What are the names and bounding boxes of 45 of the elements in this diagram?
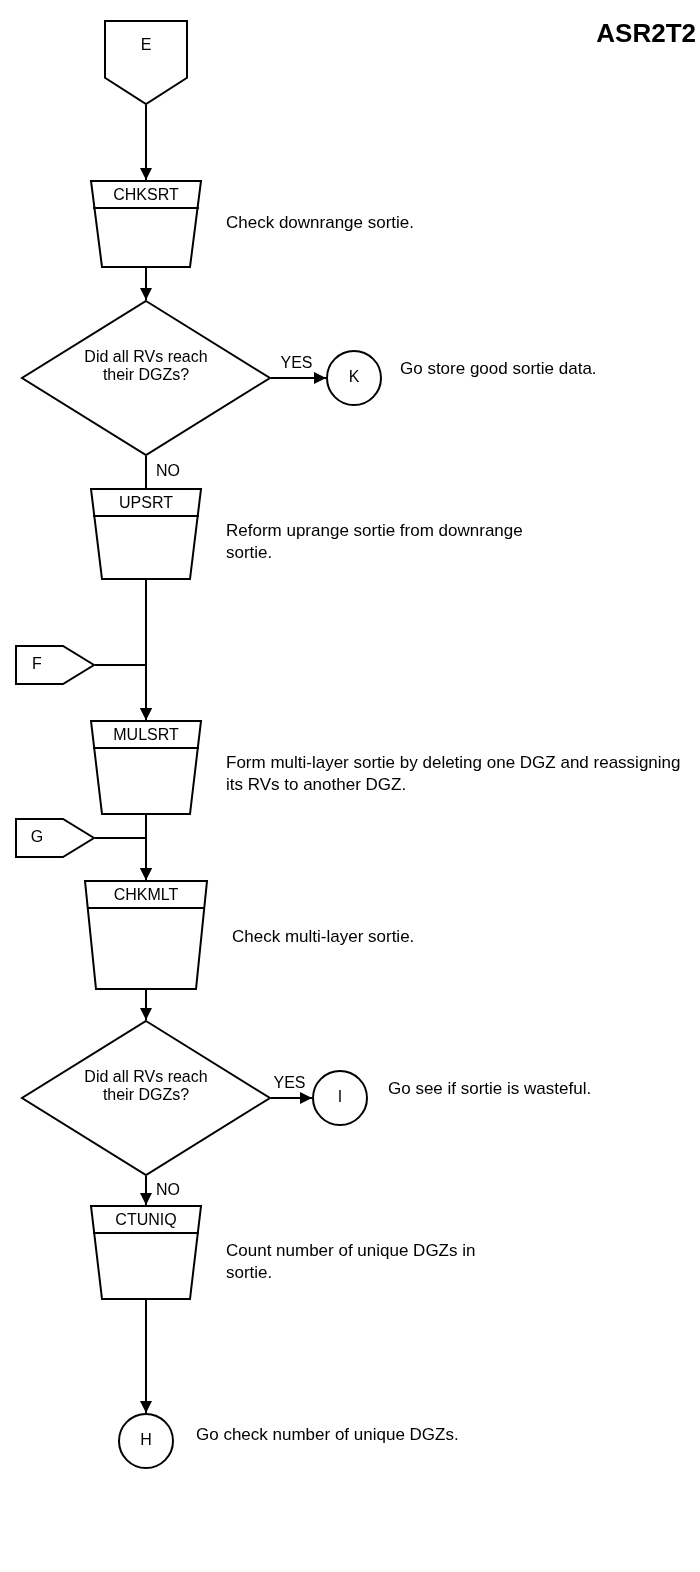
- node-label: H: [139, 1431, 153, 1450]
- node-label: UPSRT: [118, 494, 174, 513]
- node-label: K: [347, 368, 361, 387]
- connector-circle: [326, 350, 382, 406]
- arrow: [140, 989, 152, 1021]
- process-box: [90, 720, 202, 815]
- process-box: [90, 488, 202, 580]
- node-label: F: [31, 655, 43, 674]
- node-label: CHKMLT: [112, 886, 180, 905]
- node-label: CHKSRT: [112, 186, 180, 205]
- annotation-text: Go see if sortie is wasteful.: [388, 1078, 593, 1100]
- node-label: Did all RVs reach their DGZs?: [83, 348, 209, 385]
- process-box: [90, 1205, 202, 1300]
- off-page-connector: [15, 645, 95, 685]
- arrow: [270, 1092, 313, 1104]
- arrow: [140, 1175, 152, 1206]
- annotation-text: Go check number of unique DGZs.: [196, 1424, 460, 1446]
- node-label: G: [29, 828, 45, 847]
- process-box: [84, 880, 208, 990]
- annotation-text: Check multi-layer sortie.: [232, 926, 416, 948]
- node-label: Did all RVs reach their DGZs?: [83, 1068, 209, 1105]
- annotation-text: Go store good sortie data.: [400, 358, 598, 380]
- arrow: [140, 267, 152, 301]
- node-label: CTUNIQ: [114, 1211, 178, 1230]
- off-page-connector: [15, 818, 95, 858]
- node-label: E: [139, 35, 153, 54]
- connector-circle: [118, 1413, 174, 1469]
- decision-diamond: [21, 300, 271, 456]
- annotation-text: Reform uprange sortie from downrange sortie.: [226, 520, 524, 565]
- connector-circle: [312, 1070, 368, 1126]
- annotation-text: Form multi-layer sortie by deleting one DGZ and reassigning its RVs to another DGZ.: [226, 752, 682, 797]
- node-label: I: [336, 1088, 344, 1107]
- arrow: [270, 372, 327, 384]
- arrow: [140, 104, 152, 181]
- node-label: MULSRT: [112, 726, 180, 745]
- decision-diamond: [21, 1020, 271, 1176]
- diagram-title: ASR2T2: [596, 18, 696, 49]
- annotation-text: Count number of unique DGZs in sortie.: [226, 1240, 477, 1285]
- arrow: [94, 664, 152, 721]
- off-page-connector: [104, 20, 188, 105]
- arrow: [94, 837, 152, 881]
- annotation-text: Check downrange sortie.: [226, 212, 416, 234]
- arrow: [140, 1299, 152, 1414]
- connector-line: [145, 455, 147, 489]
- process-box: [90, 180, 202, 268]
